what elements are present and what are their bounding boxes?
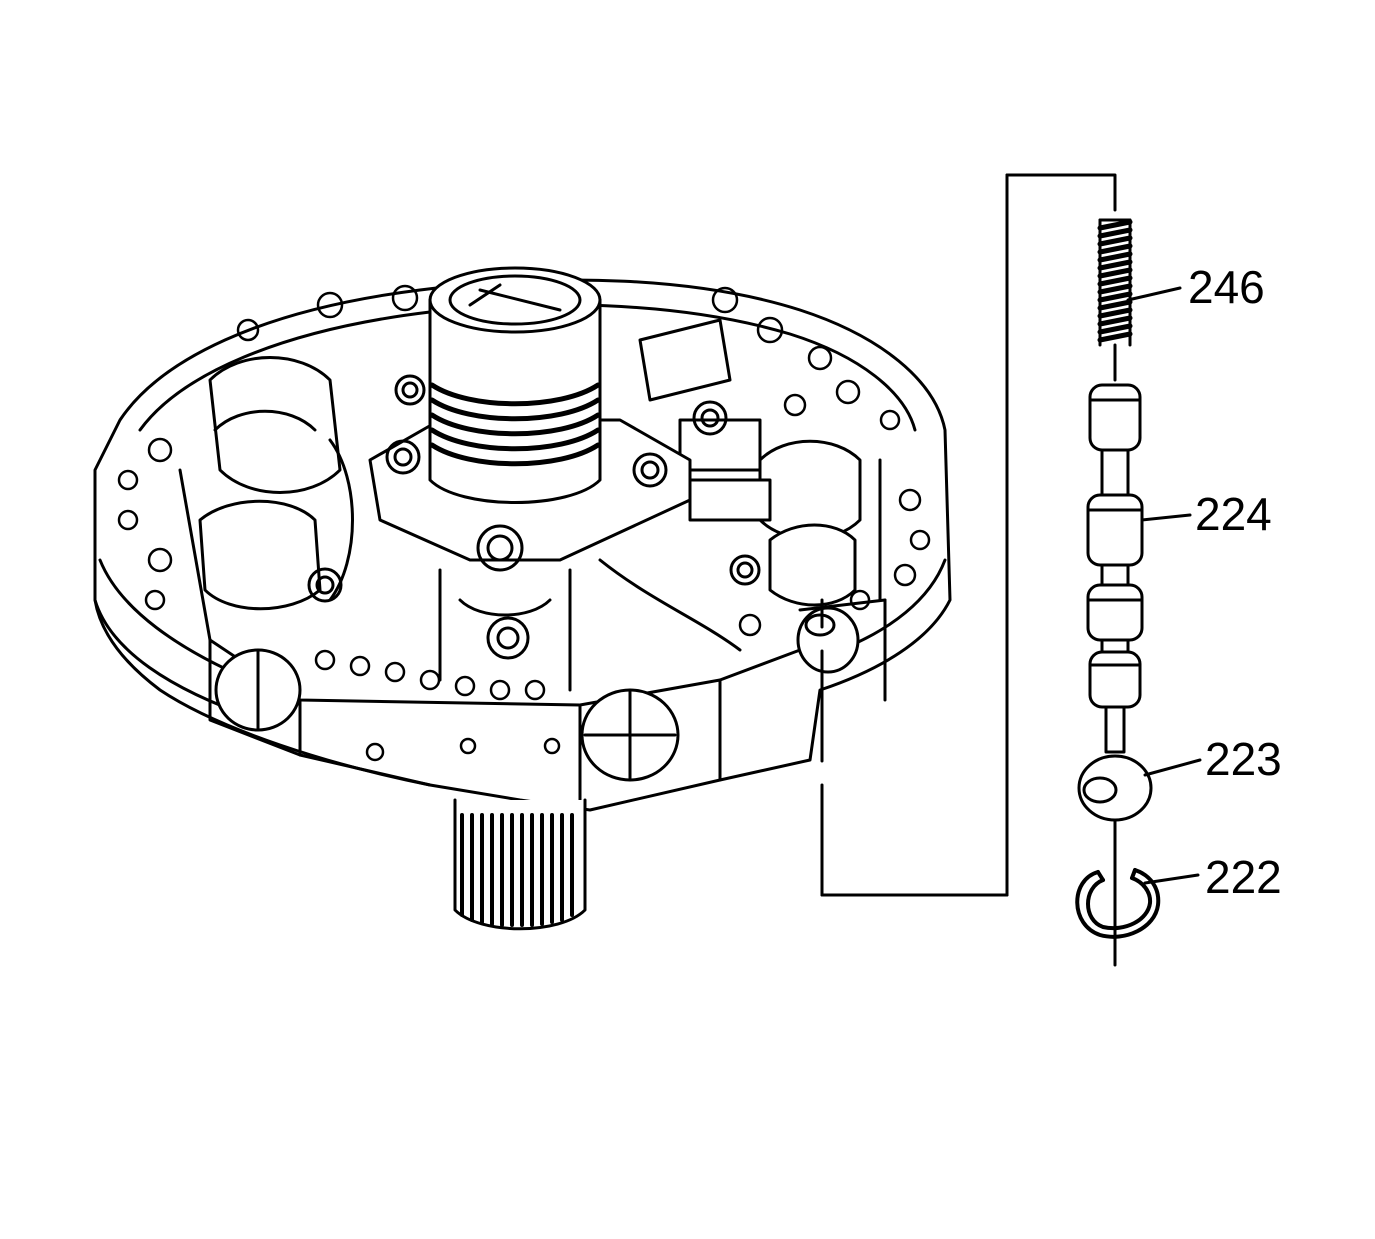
callout-224: 224 (1140, 488, 1272, 540)
valve-224 (1086, 383, 1144, 754)
callout-246: 246 (1126, 261, 1265, 313)
hub-grooves (429, 382, 601, 467)
valve-bores (198, 318, 862, 611)
callout-label-246: 246 (1188, 261, 1265, 313)
callout-label-223: 223 (1205, 733, 1282, 785)
callout-223: 223 (1143, 733, 1282, 785)
splined-shaft (453, 798, 587, 931)
callout-label-224: 224 (1195, 488, 1272, 540)
plug-223 (1077, 754, 1153, 822)
callout-label-222: 222 (1205, 851, 1282, 903)
pump-body (93, 278, 952, 812)
ledge-holes (314, 649, 561, 762)
spring-246 (1097, 218, 1133, 382)
callout-222: 222 (1143, 851, 1282, 903)
front-ports (214, 598, 887, 782)
retaining-ring-222 (1075, 868, 1161, 939)
assembly-leader-lines (820, 173, 1117, 967)
stator-hub (428, 266, 602, 504)
